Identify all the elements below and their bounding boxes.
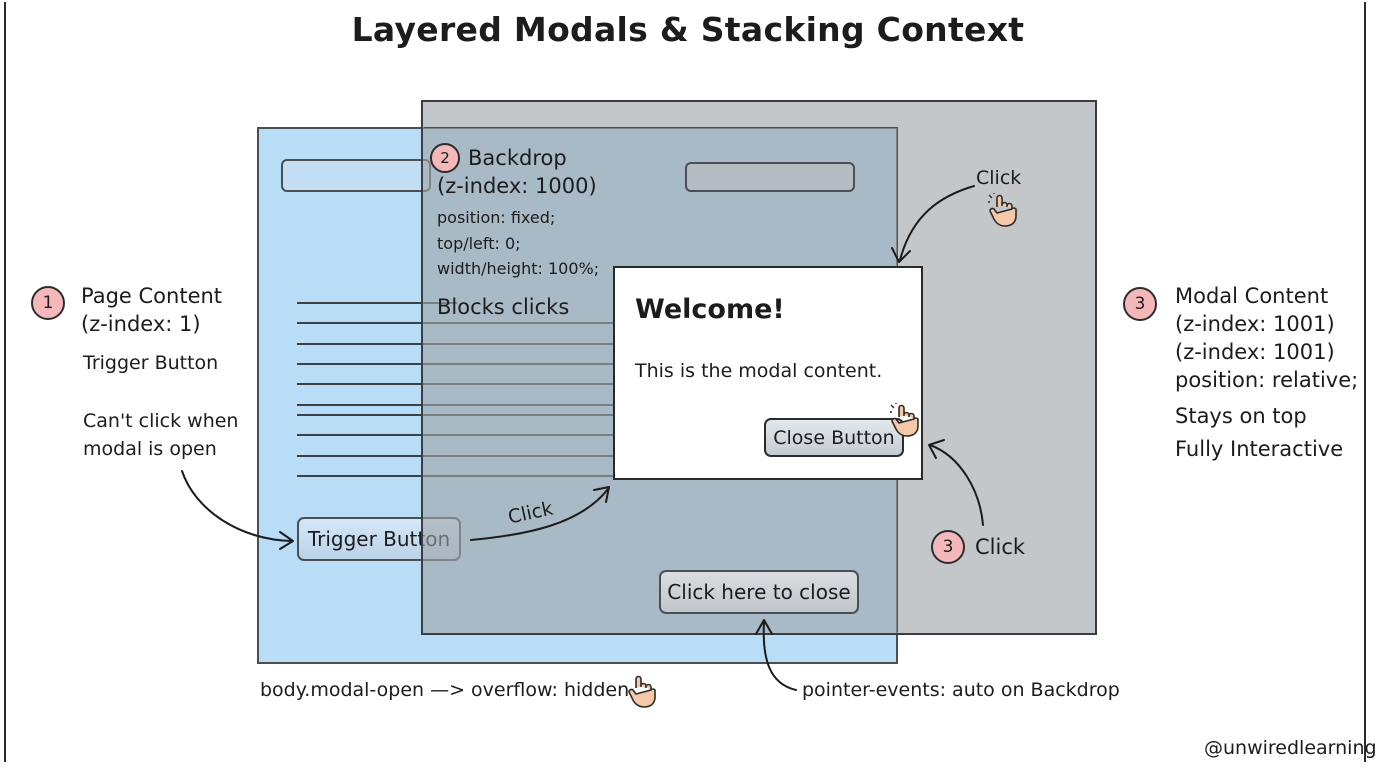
modal-content-position: position: relative; <box>1175 368 1359 392</box>
backdrop-header-bar <box>685 162 855 192</box>
backdrop-blocks-clicks: Blocks clicks <box>437 295 570 319</box>
page-content-trigger-note: Trigger Button <box>83 352 219 374</box>
page-header-bar <box>281 159 431 192</box>
modal-title: Welcome! <box>635 294 785 325</box>
cant-click-note-line1: Can't click when <box>83 410 239 432</box>
bottom-click-number-badge: 3 <box>931 530 965 564</box>
author-credit: @unwiredlearning <box>1204 737 1376 759</box>
hand-pointer-icon <box>627 674 657 708</box>
backdrop-number-badge: 2 <box>430 143 460 173</box>
page-text-line <box>297 302 457 304</box>
cant-click-note-line2: modal is open <box>83 438 217 460</box>
modal-dialog: Welcome! This is the modal content. Clos… <box>613 266 923 480</box>
backdrop-zindex: (z-index: 1000) <box>437 174 597 198</box>
backdrop-css-top-left: top/left: 0; <box>437 234 521 253</box>
page-content-label: Page Content <box>81 284 223 308</box>
modal-content-zindex-repeat: (z-index: 1001) <box>1175 340 1335 364</box>
click-label-top: Click <box>976 167 1022 189</box>
page-content-zindex: (z-index: 1) <box>81 312 201 336</box>
click-here-to-close-button[interactable]: Click here to close <box>659 570 859 614</box>
overflow-note: body.modal-open —> overflow: hidden <box>260 679 630 701</box>
page-content-number-badge: 1 <box>31 286 65 320</box>
click-label-bottom: Click <box>975 535 1026 559</box>
diagram-title: Layered Modals & Stacking Context <box>351 10 1025 49</box>
hand-pointer-icon <box>889 401 920 437</box>
backdrop-css-size: width/height: 100%; <box>437 259 600 278</box>
pointer-events-note: pointer-events: auto on Backdrop <box>802 679 1120 701</box>
modal-content-zindex: (z-index: 1001) <box>1175 312 1335 336</box>
modal-content-stays-on-top: Stays on top <box>1175 404 1307 428</box>
modal-content-fully-interactive: Fully Interactive <box>1175 437 1344 461</box>
backdrop-label: Backdrop <box>468 146 567 170</box>
modal-close-button[interactable]: Close Button <box>764 418 904 457</box>
backdrop-css-position: position: fixed; <box>437 208 556 227</box>
hand-pointer-icon <box>987 191 1018 227</box>
modal-content-label: Modal Content <box>1175 284 1329 308</box>
modal-body-text: This is the modal content. <box>635 360 883 382</box>
modal-content-number-badge: 3 <box>1123 287 1157 321</box>
